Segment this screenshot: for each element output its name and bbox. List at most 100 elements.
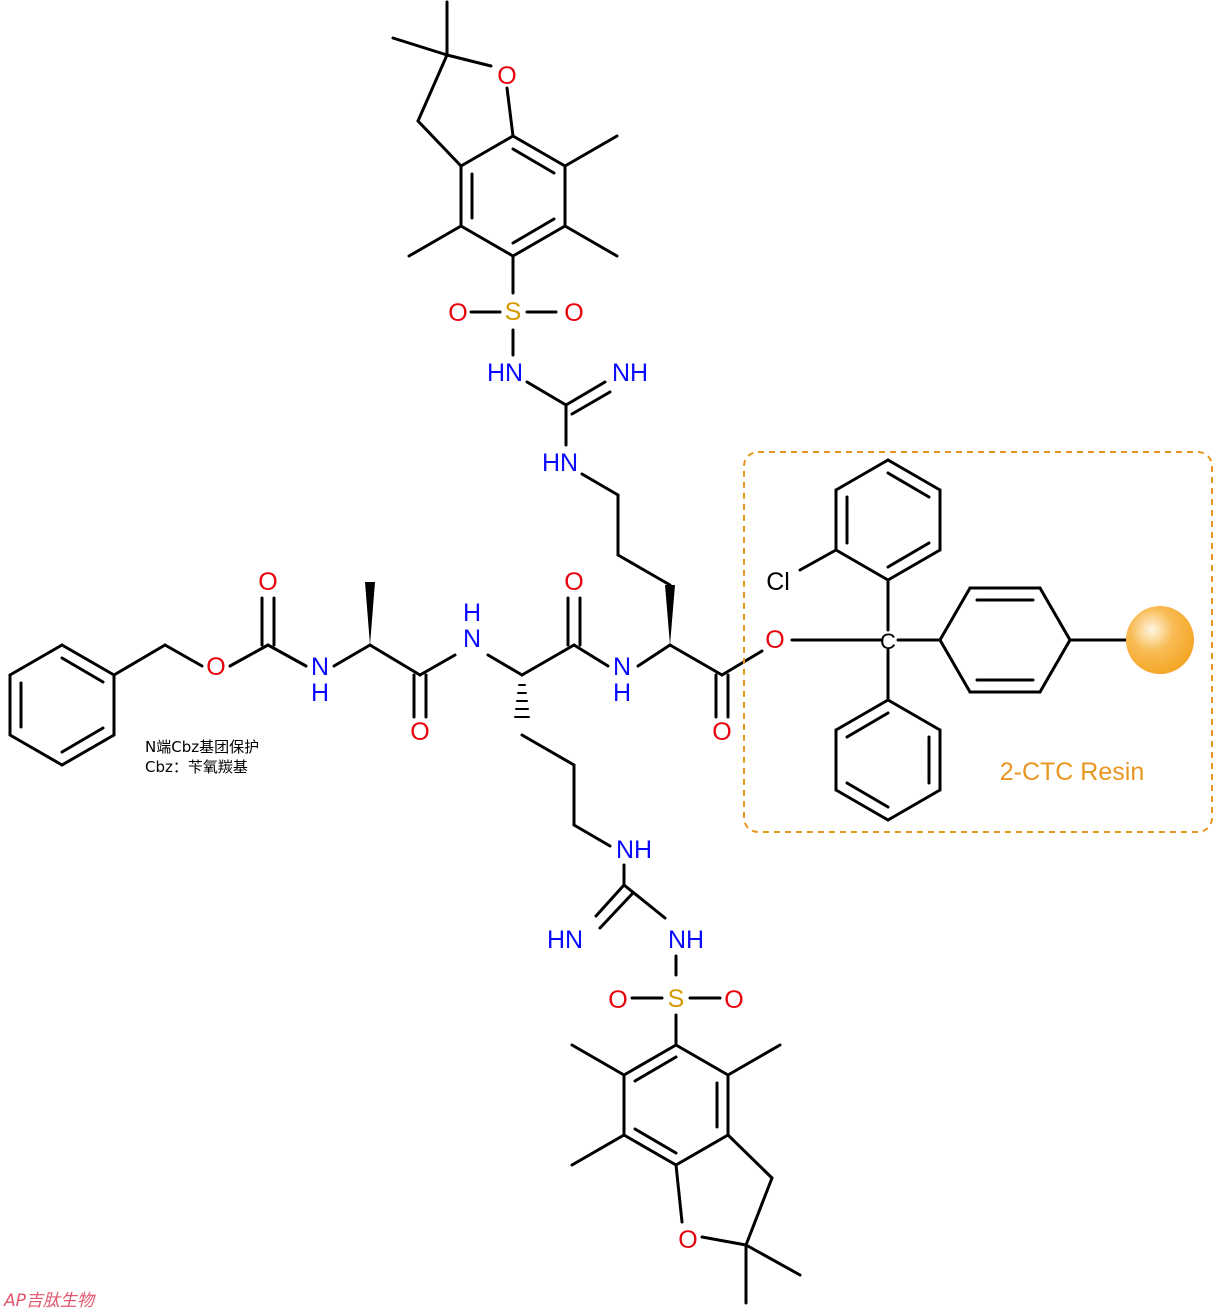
chem-bond xyxy=(1038,586,1072,642)
chem-bond xyxy=(886,788,942,822)
chem-bond xyxy=(834,548,890,582)
chem-bond xyxy=(486,653,524,677)
chem-bond xyxy=(700,1235,748,1247)
chem-bond xyxy=(622,1133,678,1167)
chem-bond xyxy=(665,585,675,645)
chem-bond xyxy=(459,224,515,258)
note-line-1: N端Cbz基团保护 xyxy=(145,738,259,756)
protecting-group-notes: N端Cbz基团保护 Cbz：苄氧羰基 xyxy=(145,738,259,776)
chem-bond xyxy=(418,653,457,677)
chem-bond xyxy=(798,548,838,572)
chem-bond xyxy=(407,224,463,258)
chem-bond xyxy=(886,698,942,732)
chem-bond xyxy=(674,1133,730,1167)
ester-oxygen: O xyxy=(765,626,784,654)
chem-bond xyxy=(572,643,610,668)
chem-bond xyxy=(580,472,620,497)
chem-bond xyxy=(520,643,576,677)
chem-bond xyxy=(445,53,493,68)
chem-bond xyxy=(368,643,422,677)
chem-bond xyxy=(886,458,942,492)
chem-bond xyxy=(511,217,556,245)
chem-bond xyxy=(744,1243,802,1277)
chem-bond xyxy=(598,892,634,930)
chem-bond xyxy=(616,553,672,587)
chem-bond xyxy=(520,733,576,767)
chem-bond xyxy=(8,643,64,677)
ala-carbonyl-oxygen: O xyxy=(410,718,429,746)
chem-bond xyxy=(8,733,64,767)
chem-bond xyxy=(886,548,942,582)
arg1-hydrogen: H xyxy=(613,679,631,707)
chem-bond xyxy=(834,698,890,732)
ring-oxygen-top: O xyxy=(497,62,516,90)
chem-bond xyxy=(845,781,890,809)
chem-bond xyxy=(834,458,890,492)
chem-bond xyxy=(938,586,972,642)
watermark-logo: AP吉肽生物 xyxy=(3,1291,97,1311)
chem-bond xyxy=(636,643,672,668)
sulfur-bottom: S xyxy=(668,985,685,1013)
chem-bond xyxy=(674,1163,684,1224)
imine-nh-top: NH xyxy=(612,359,648,387)
chem-bond xyxy=(570,1133,626,1167)
chem-bond xyxy=(60,726,105,754)
chem-bond xyxy=(564,380,607,407)
chem-bond xyxy=(720,649,764,677)
chlorine: Cl xyxy=(766,568,790,596)
chem-bond xyxy=(668,643,724,677)
arg1-carbonyl-oxygen: O xyxy=(712,718,731,746)
ala-nitrogen: N xyxy=(311,653,329,681)
resin-dashed-box xyxy=(743,451,1213,833)
sulfonyl-oxygen-top-right: O xyxy=(564,299,583,327)
chem-bond xyxy=(744,1176,774,1247)
chem-bond xyxy=(60,656,105,684)
sulfur-top: S xyxy=(505,298,522,326)
carbamate-ester-oxygen: O xyxy=(206,653,225,681)
resin-group: 2-CTC Resin xyxy=(743,451,1213,833)
chem-bond xyxy=(511,147,556,175)
chem-bond xyxy=(834,788,890,822)
chem-bond xyxy=(886,471,931,499)
chem-bond xyxy=(594,883,626,918)
arg2-hydrogen: H xyxy=(463,599,481,627)
chem-bond xyxy=(511,134,567,168)
chem-bond xyxy=(416,119,463,168)
chem-bond xyxy=(570,390,612,416)
chain-nh-top: HN xyxy=(542,449,578,477)
arg2-carbonyl-oxygen: O xyxy=(564,568,583,596)
chem-bond xyxy=(163,643,204,668)
chem-bond xyxy=(416,53,449,123)
chem-bond xyxy=(563,134,619,168)
chem-bond xyxy=(570,1043,626,1077)
chem-bond xyxy=(572,823,612,848)
ala-hydrogen: H xyxy=(311,679,329,707)
chem-bond xyxy=(563,224,619,258)
chem-bond xyxy=(622,883,667,920)
chem-bond xyxy=(633,1055,678,1083)
atom-labels: O S O O HN NH HN O O N H O H N O N H O O… xyxy=(206,62,896,1254)
sulfonyl-oxygen-bottom-left: O xyxy=(608,986,627,1014)
chem-bond xyxy=(726,1043,782,1077)
chem-bond xyxy=(525,380,568,407)
bonds xyxy=(8,0,1132,1305)
chem-bond xyxy=(391,36,449,57)
resin-label: 2-CTC Resin xyxy=(1000,758,1144,786)
arg2-nitrogen: N xyxy=(463,625,481,653)
sulfonamide-nh-bottom: NH xyxy=(668,926,704,954)
chem-bond xyxy=(886,541,931,569)
chem-bond xyxy=(228,643,270,668)
chem-bond xyxy=(845,711,890,739)
ring-oxygen-bottom: O xyxy=(678,1226,697,1254)
chem-bond xyxy=(674,1043,730,1077)
sulfonamide-nh-top: HN xyxy=(487,359,523,387)
chem-bond xyxy=(633,1127,678,1155)
trityl-carbon: C xyxy=(880,629,896,654)
chem-bond xyxy=(60,733,116,767)
chem-bond xyxy=(511,224,567,258)
chem-bond xyxy=(938,638,972,694)
chem-bond xyxy=(266,643,308,668)
chem-bond xyxy=(112,643,167,677)
chem-bond xyxy=(459,134,515,168)
